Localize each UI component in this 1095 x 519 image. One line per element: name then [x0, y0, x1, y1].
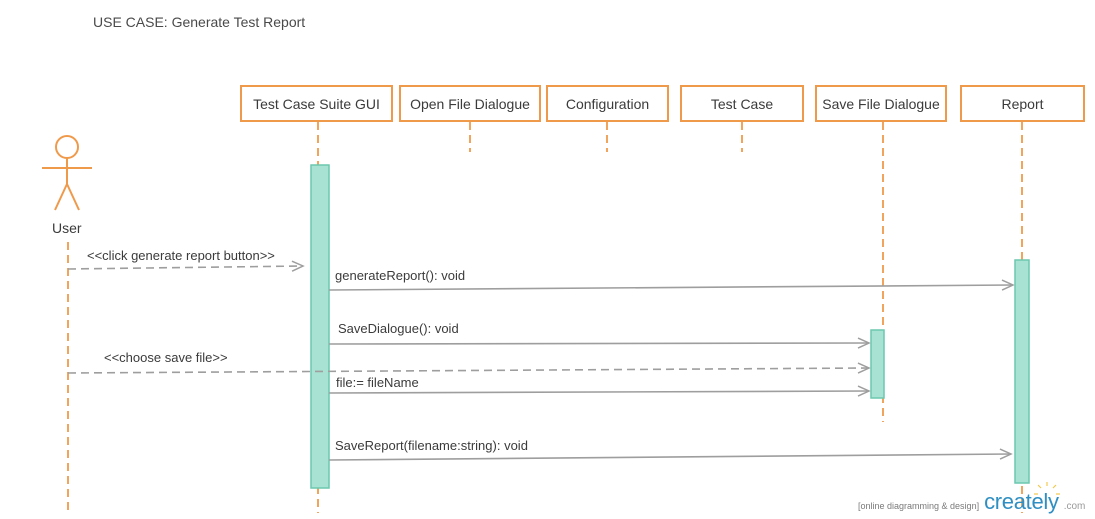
message-arrow-click-generate — [67, 260, 305, 272]
message-arrow-file-filename — [328, 385, 871, 397]
creately-watermark[interactable]: [online diagramming & design] creately .… — [858, 489, 1085, 515]
message-label-save-dialogue: SaveDialogue(): void — [338, 321, 459, 336]
participant-open-file-dialogue[interactable]: Open File Dialogue — [399, 85, 541, 122]
message-arrow-choose-save-file — [67, 362, 871, 374]
participant-test-case-suite-gui[interactable]: Test Case Suite GUI — [240, 85, 393, 122]
message-arrow-save-dialogue — [328, 337, 871, 349]
participant-report[interactable]: Report — [960, 85, 1085, 122]
creately-sun-icon — [1034, 482, 1060, 495]
message-label-file-filename: file:= fileName — [336, 375, 419, 390]
message-label-choose-save-file: <<choose save file>> — [104, 350, 228, 365]
message-arrow-save-report — [328, 448, 1013, 461]
diagram-title: USE CASE: Generate Test Report — [93, 14, 306, 30]
message-arrow-generate-report — [328, 279, 1015, 291]
participant-configuration[interactable]: Configuration — [546, 85, 669, 122]
user-actor-icon — [42, 135, 92, 211]
activation-save-file-dialogue — [870, 329, 885, 399]
activation-report — [1014, 259, 1030, 484]
watermark-brand: creately — [984, 489, 1059, 514]
participant-test-case[interactable]: Test Case — [680, 85, 804, 122]
message-label-click-generate: <<click generate report button>> — [87, 248, 275, 263]
message-label-save-report: SaveReport(filename:string): void — [335, 438, 528, 453]
watermark-suffix: .com — [1063, 501, 1086, 512]
watermark-tagline: [online diagramming & design] — [858, 501, 980, 511]
activation-test-case-suite-gui — [310, 164, 330, 489]
participant-save-file-dialogue[interactable]: Save File Dialogue — [815, 85, 947, 122]
actor-label-user: User — [52, 220, 82, 236]
message-label-generate-report: generateReport(): void — [335, 268, 466, 283]
